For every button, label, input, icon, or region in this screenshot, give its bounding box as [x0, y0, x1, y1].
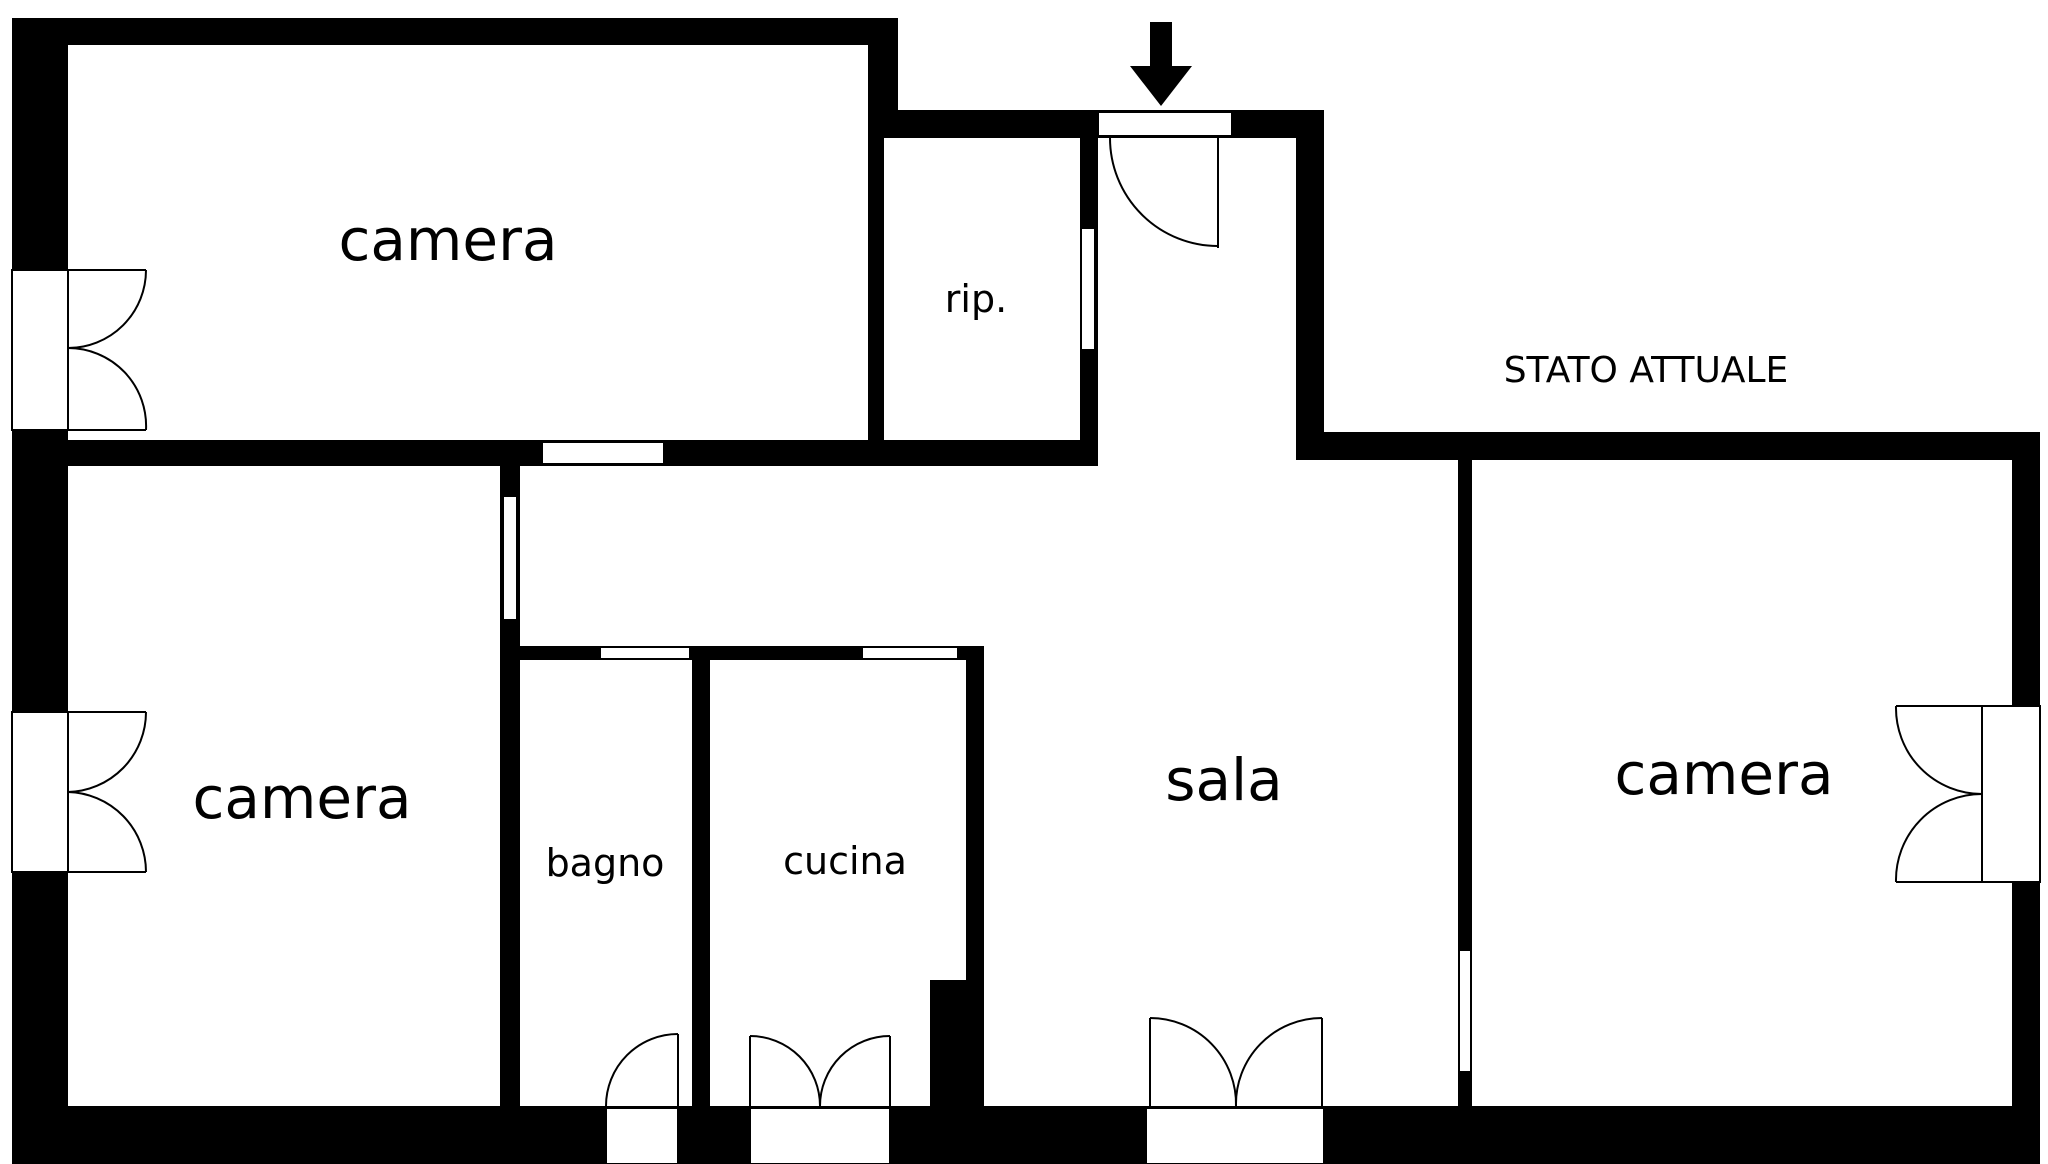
door-swing-right — [1894, 705, 1983, 883]
wall-corridor-right — [1296, 110, 1324, 460]
wall-step-a — [868, 18, 898, 110]
door-swing-left-top — [67, 269, 148, 431]
room-label-cucina: cucina — [783, 839, 907, 883]
window-bottom-sala — [1145, 1107, 1325, 1164]
opening-cucina-top — [861, 646, 959, 660]
door-swing-entrance — [1109, 137, 1219, 248]
plan-title: STATO ATTUALE — [1504, 350, 1789, 391]
window-right — [1981, 705, 2041, 883]
opening-bagno-top — [599, 646, 691, 660]
window-left-top — [11, 269, 69, 431]
wall-bagno-cucina — [692, 646, 710, 1106]
wall-bottom — [12, 1106, 2040, 1164]
wall-sala-camera — [1458, 460, 1472, 1106]
openings — [11, 111, 2041, 1164]
opening-sala-camera-door — [1458, 949, 1472, 1073]
window-bottom-cucina — [749, 1107, 891, 1164]
room-label-ripostiglio: rip. — [945, 277, 1007, 321]
window-left-mid — [11, 711, 69, 873]
door-swing-sala — [1149, 1017, 1323, 1107]
wall-top-left — [12, 18, 898, 45]
room-label-camera-top-left: camera — [338, 206, 557, 274]
door-swings — [67, 137, 1983, 1107]
room-label-bagno: bagno — [546, 841, 665, 885]
wall-cucina-bump — [930, 980, 984, 1106]
opening-rip-door — [1080, 227, 1096, 351]
entrance-arrow-icon — [1130, 22, 1192, 106]
wall-camera-top-right — [868, 110, 884, 440]
opening-mid-wall — [541, 441, 665, 465]
wall-top-right — [1296, 432, 2040, 460]
exterior-walls — [12, 18, 2040, 1164]
room-label-camera-left: camera — [192, 764, 411, 832]
window-bottom-bagno — [605, 1107, 679, 1164]
entrance-opening — [1097, 111, 1233, 137]
wall-top-mid — [868, 110, 1324, 138]
opening-camera-left-door — [502, 495, 518, 621]
interior-walls — [12, 110, 1472, 1106]
wall-camera-left-right — [500, 466, 520, 1106]
door-swing-bagno — [605, 1033, 679, 1107]
wall-left — [12, 18, 68, 1164]
door-swing-left-mid — [67, 711, 147, 873]
door-swing-cucina — [749, 1035, 891, 1107]
room-label-camera-right: camera — [1614, 740, 1833, 808]
room-label-sala: sala — [1165, 746, 1282, 814]
